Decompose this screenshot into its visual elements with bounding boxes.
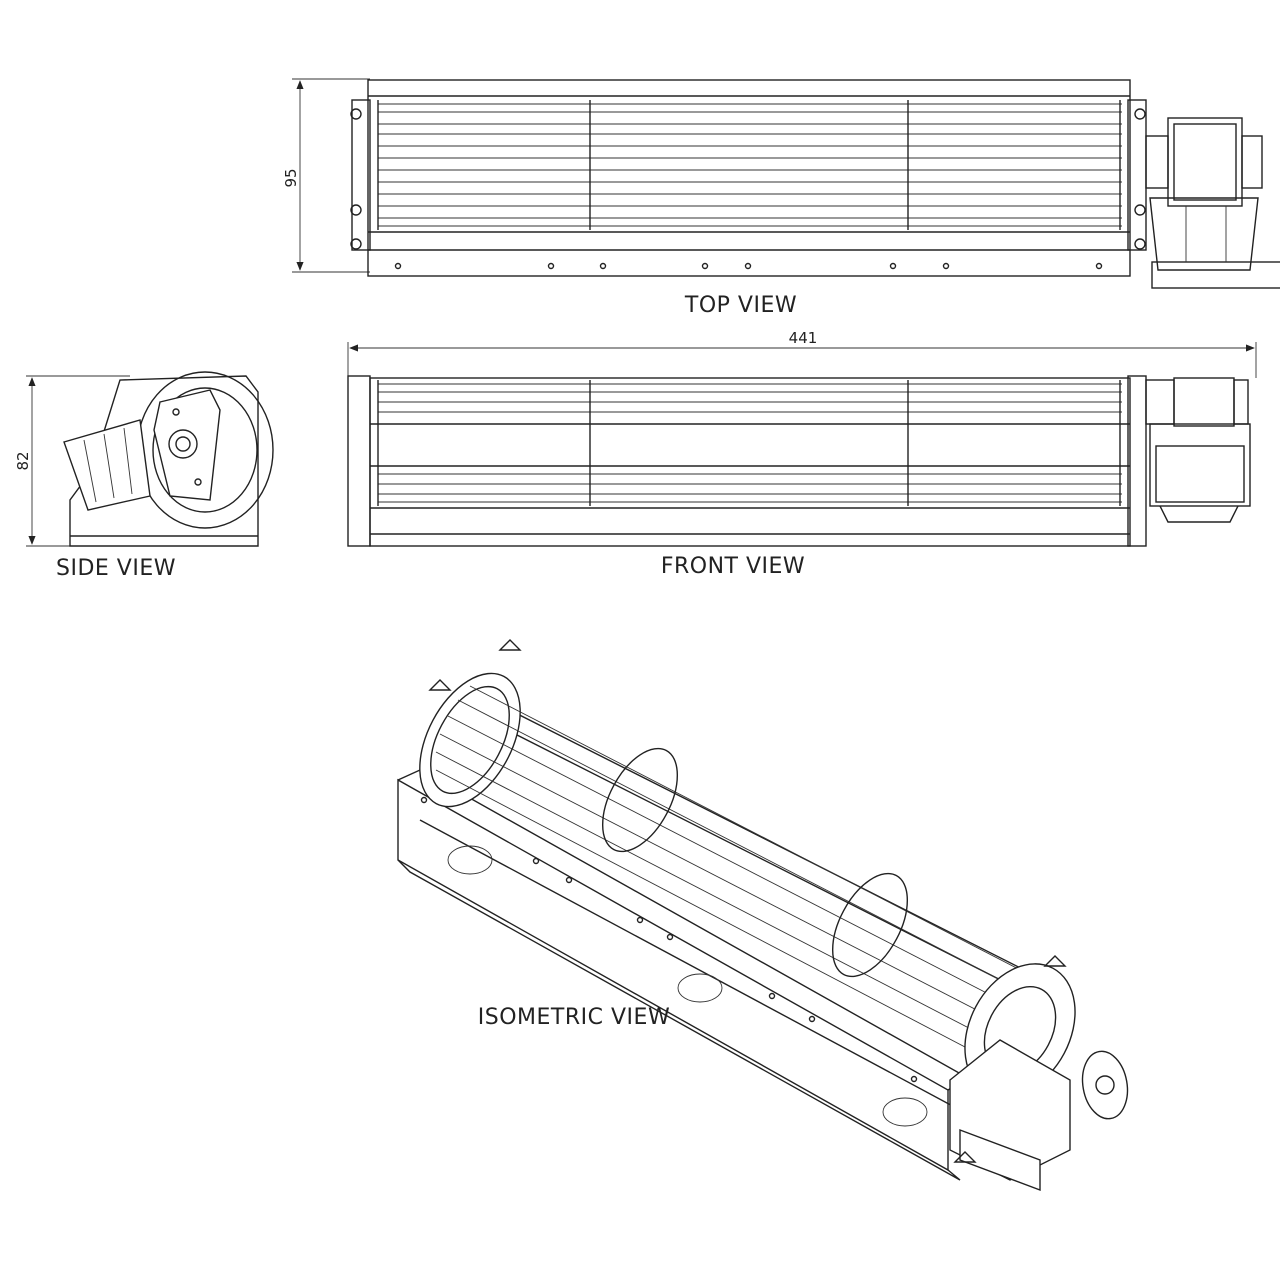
front-view-blades xyxy=(377,380,1122,506)
front-view-motor xyxy=(1145,377,1251,523)
side-view-label: SIDE VIEW xyxy=(56,556,176,581)
isometric-blades xyxy=(435,685,1031,1059)
dimension-length-front-label: 441 xyxy=(789,329,818,347)
isometric-holes xyxy=(420,796,918,1083)
top-view-label: TOP VIEW xyxy=(684,293,797,318)
dimension-length-front: 441 xyxy=(347,329,1257,378)
top-view-blades xyxy=(377,100,1122,230)
top-view-motor xyxy=(1145,117,1280,289)
dimension-height-side-label: 82 xyxy=(14,451,32,470)
dimension-height-top-label: 95 xyxy=(282,168,300,187)
isometric-view-label: ISOMETRIC VIEW xyxy=(478,1005,670,1030)
isometric-view-drawing: ISOMETRIC VIEW xyxy=(397,639,1129,1192)
dimension-height-side: 82 xyxy=(14,375,130,547)
side-view-drawing: 82 SIDE VIEW xyxy=(14,371,274,581)
front-view-label: FRONT VIEW xyxy=(661,554,805,579)
top-view-drawing: 95 xyxy=(282,78,1280,318)
isometric-motor xyxy=(949,1039,1129,1192)
dimension-height-top: 95 xyxy=(282,78,370,273)
top-view-holes xyxy=(394,262,1103,270)
front-view-drawing: 441 FRONT xyxy=(347,329,1257,579)
